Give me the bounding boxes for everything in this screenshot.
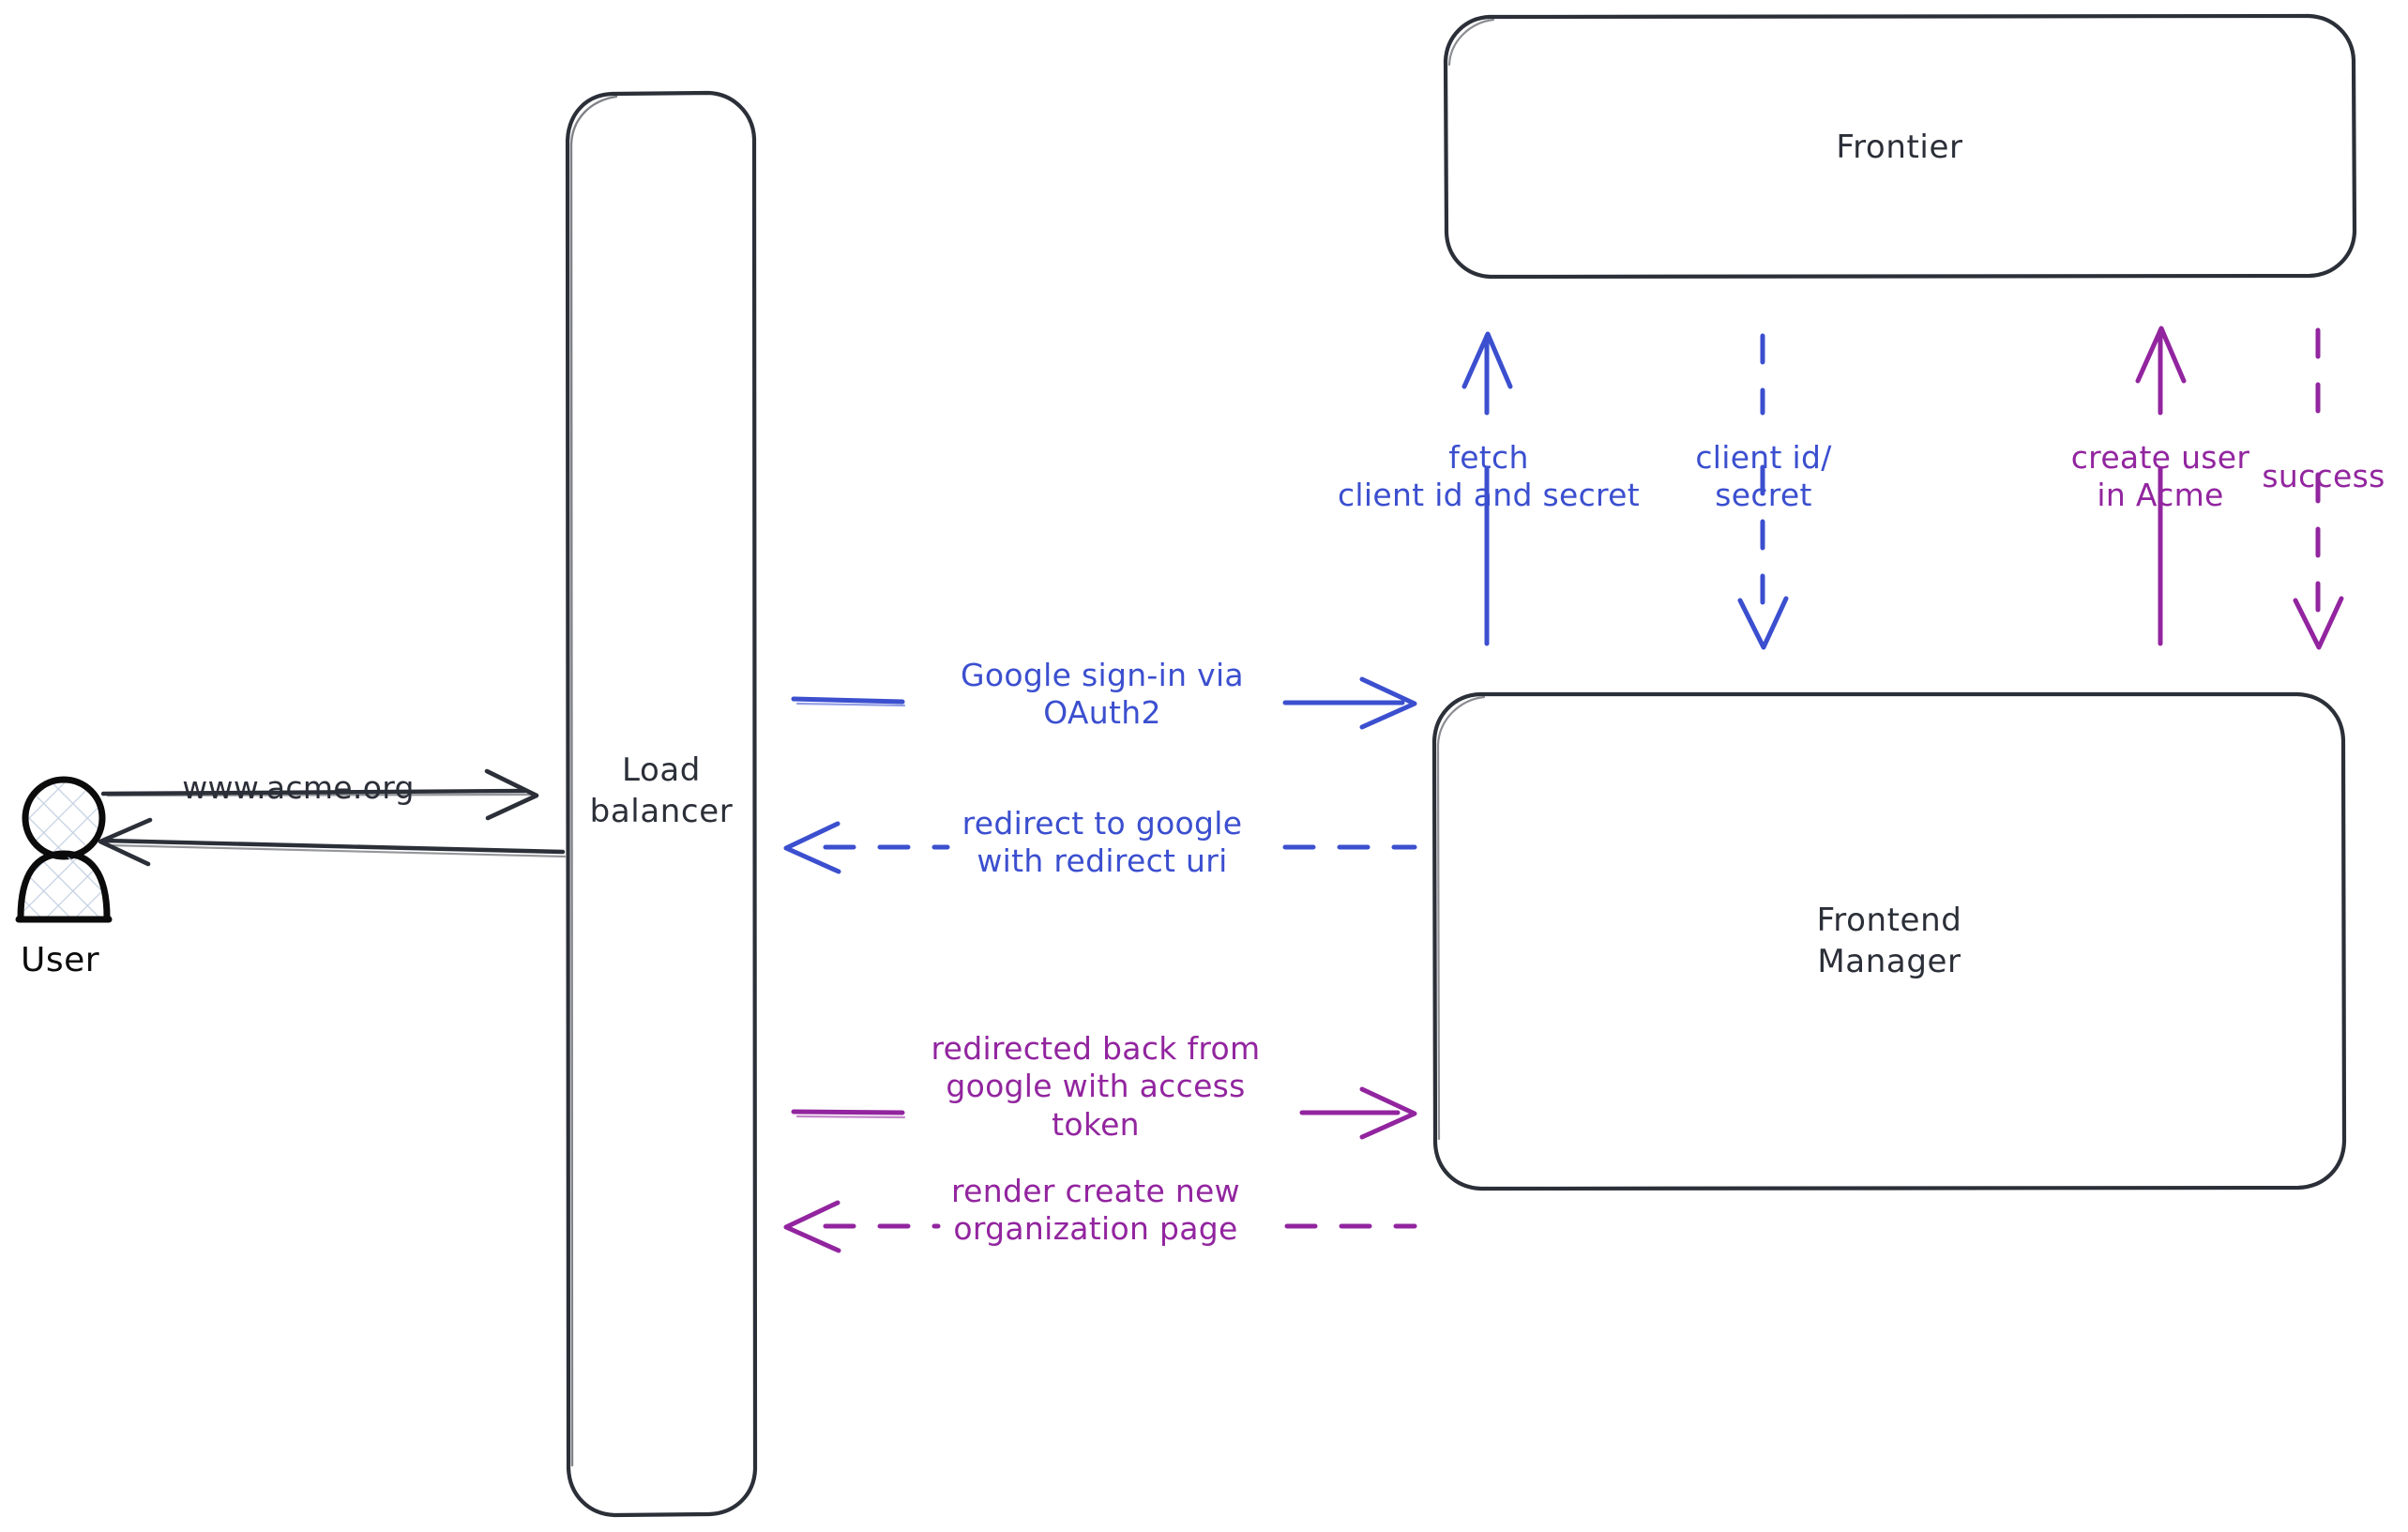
load-balancer-shape[interactable] [565, 90, 758, 1518]
frontend-manager-shape[interactable] [1431, 691, 2347, 1191]
frontier-shape[interactable] [1443, 13, 2357, 280]
arrow-create-user-in-acme [2135, 326, 2187, 646]
arrow-client-id-secret-response [1737, 333, 1789, 650]
arrow-redirect-to-google [783, 821, 1417, 874]
arrow-create-user-success [2293, 327, 2344, 650]
user-actor-figure [15, 776, 113, 923]
arrow-fetch-client-id-secret [1461, 331, 1513, 646]
arrow-google-signin-oauth2 [791, 676, 1417, 730]
arrow-redirected-back-with-token [791, 1086, 1417, 1140]
arrow-user-to-load-balancer [100, 768, 539, 821]
arrow-render-create-org-page [783, 1200, 1417, 1253]
arrow-load-balancer-to-user [98, 817, 567, 867]
